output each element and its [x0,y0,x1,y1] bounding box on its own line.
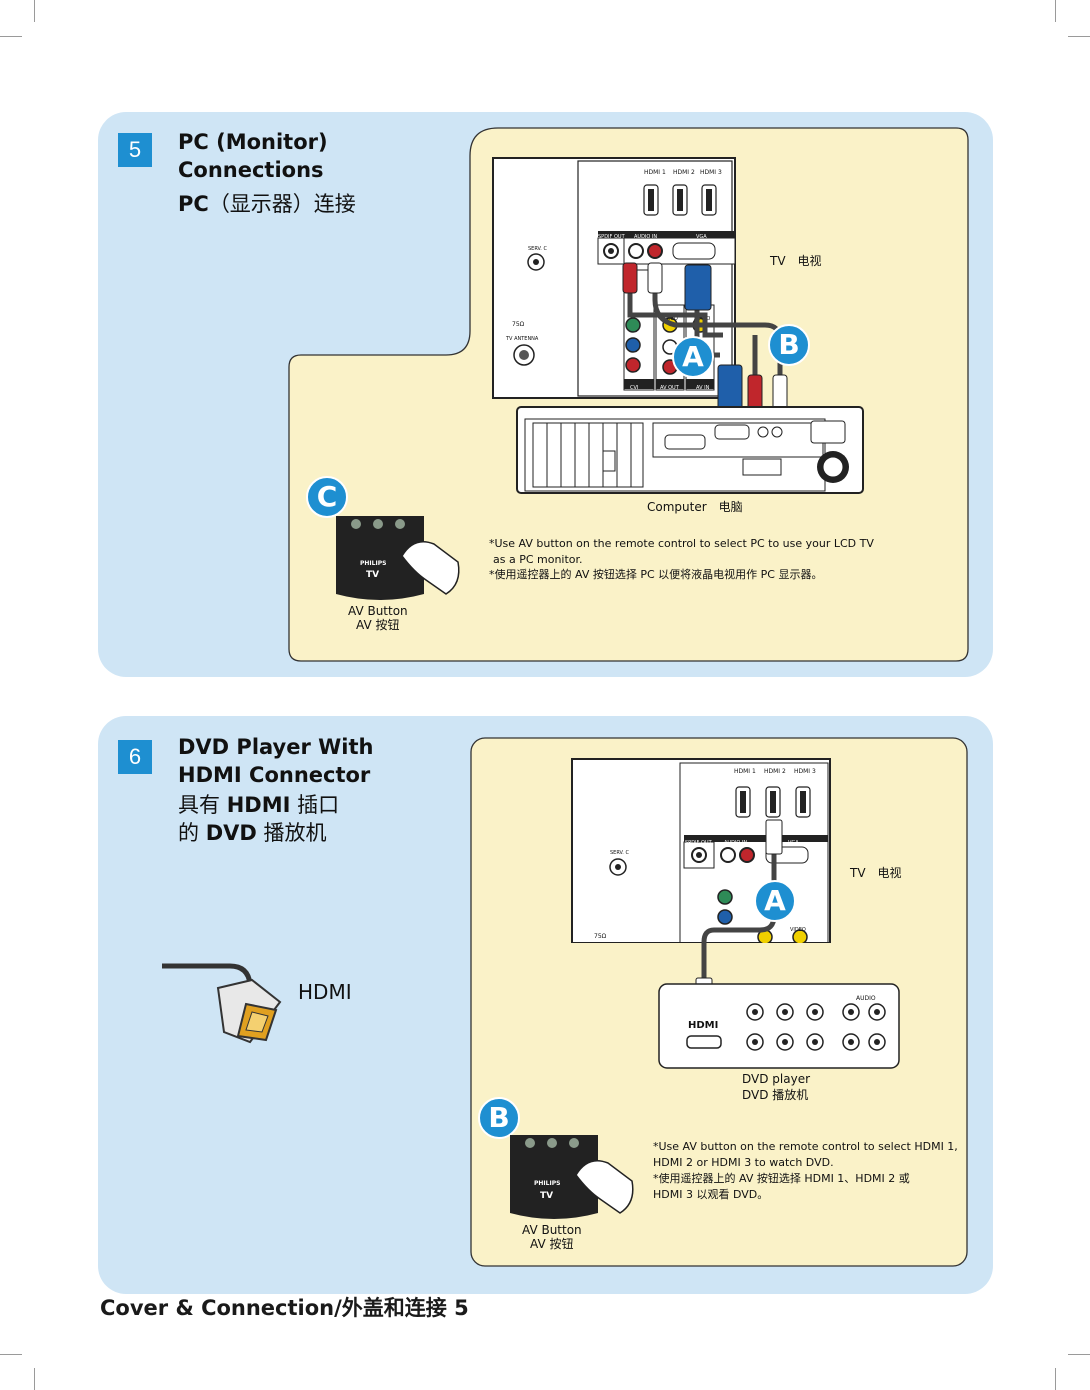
tv-port-service: SERV. C [528,242,547,256]
crop-mark [1068,36,1090,37]
tv6-port-hdmi2: HDMI 2 [764,765,786,779]
step5-marker-a: A [672,336,714,378]
step6-av-button-en: AV Button [522,1223,582,1237]
step5-title-zh-text: （显示器）连接 [209,192,356,216]
step5-note-en-line2: as a PC monitor. [493,553,583,567]
remote6-logo: TV [540,1189,553,1203]
dvd-label-en: DVD player [742,1072,810,1086]
step6-title-zh1-a: 具有 [178,793,227,817]
step5-tv-label: TV 电视 [770,254,822,268]
step5-av-button-en: AV Button [348,604,408,618]
step6-title-zh-line1: 具有 HDMI 插口 [178,791,339,819]
tv-port-hdmi3: HDMI 3 [700,166,722,180]
step5-title-line2: Connections [178,156,324,184]
tv6-port-ohm: 75Ω [594,930,606,944]
step5-note-en-line1: *Use AV button on the remote control to … [489,537,874,551]
tv-port-audio-in: AUDIO IN [634,230,657,244]
step5-marker-b: B [768,324,810,366]
tv-port-spdif: SPDIF OUT [598,230,625,244]
hdmi-label: HDMI [298,980,352,1004]
dvd-audio-label: AUDIO [856,992,876,1006]
step6-note-zh-line2: HDMI 3 以观看 DVD。 [653,1188,768,1202]
step6-av-button-zh: AV 按钮 [530,1237,573,1251]
computer-illustration [515,405,865,497]
page-footer: Cover & Connection/外盖和连接 5 [100,1292,469,1322]
step5-title-zh: PC（显示器）连接 [178,190,356,218]
crop-mark [0,1354,22,1355]
hdmi-plug-illustration [160,958,310,1058]
tv6-port-hdmi1: HDMI 1 [734,765,756,779]
remote-logo: TV [366,568,379,582]
step6-marker-a: A [754,880,796,922]
computer-label: Computer 电脑 [647,500,743,514]
page-number: 5 [454,1296,469,1320]
crop-mark [0,36,22,37]
step6-note-en-line1: *Use AV button on the remote control to … [653,1140,958,1154]
tv-port-hdmi2: HDMI 2 [673,166,695,180]
step6-number: 6 [118,740,152,774]
dvd-label-zh: DVD 播放机 [742,1088,808,1102]
step6-title-zh1-b: HDMI [227,793,291,817]
step6-tv-label: TV 电视 [850,866,902,880]
step5-title-line1: PC (Monitor) [178,128,328,156]
step6-title-zh-line2: 的 DVD 播放机 [178,819,327,847]
step5-marker-c: C [306,476,348,518]
step5-number: 5 [118,133,152,167]
remote-control-illustration [334,514,464,600]
step6-note-en-line2: HDMI 2 or HDMI 3 to watch DVD. [653,1156,834,1170]
tv-port-vga: VGA [696,230,707,244]
step6-title-line2: HDMI Connector [178,761,370,789]
step6-title-line1: DVD Player With [178,733,374,761]
crop-mark [1055,0,1056,22]
step6-note-zh-line1: *使用遥控器上的 AV 按钮选择 HDMI 1、HDMI 2 或 [653,1172,910,1186]
footer-text: Cover & Connection/外盖和连接 [100,1296,447,1320]
tv6-port-hdmi3: HDMI 3 [794,765,816,779]
crop-mark [1055,1368,1056,1390]
crop-mark [34,1368,35,1390]
tv-port-hdmi1: HDMI 1 [644,166,666,180]
dvd-hdmi-port-label: HDMI [688,1019,718,1033]
step5-note-zh: *使用遥控器上的 AV 按钮选择 PC 以便将液晶电视用作 PC 显示器。 [489,568,822,582]
step6-title-zh2-a: 的 [178,821,206,845]
crop-mark [34,0,35,22]
crop-mark [1068,1354,1090,1355]
step6-title-zh2-b: DVD [206,821,257,845]
tv-port-ohm: 75Ω [512,318,524,332]
tv6-port-service: SERV. C [610,846,629,860]
remote-control-step6-illustration [508,1133,638,1219]
step5-cables [615,245,795,420]
step5-av-button-zh: AV 按钮 [356,618,399,632]
step6-title-zh2-c: 播放机 [257,821,327,845]
tv-port-antenna: TV ANTENNA [506,332,538,346]
step6-title-zh1-c: 插口 [290,793,339,817]
step5-title-zh-prefix: PC [178,192,209,216]
